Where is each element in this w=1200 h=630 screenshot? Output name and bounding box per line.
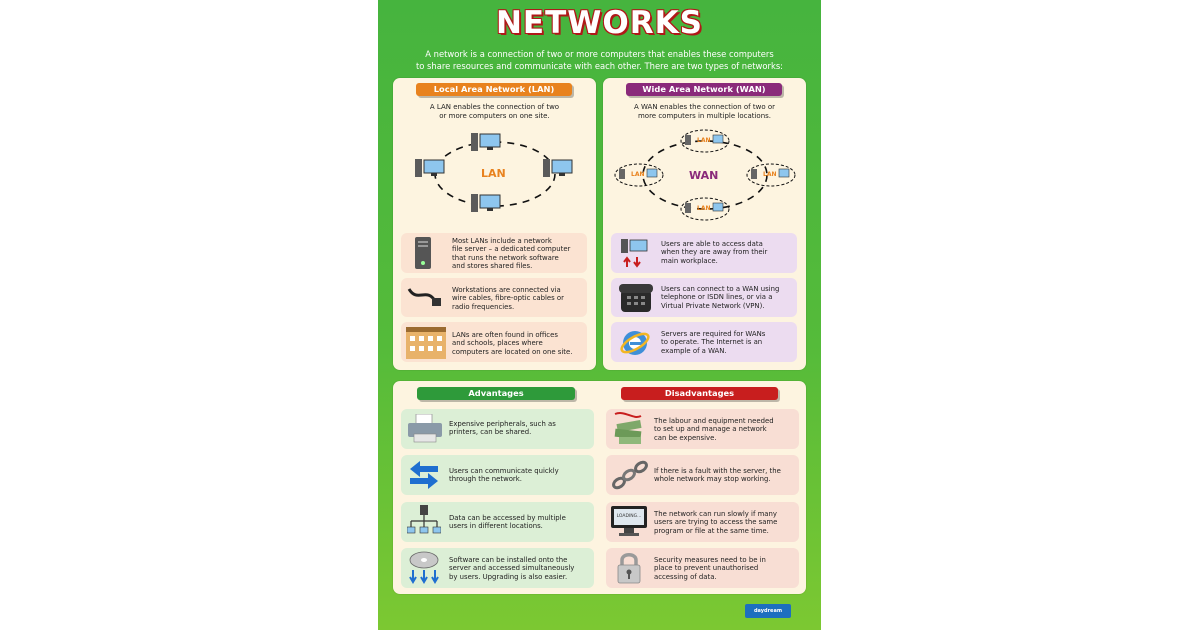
lan-cluster-icon xyxy=(680,197,730,221)
advantages-header: Advantages xyxy=(417,387,575,400)
lan-description: A LAN enables the connection of two or m… xyxy=(393,103,596,121)
building-icon xyxy=(406,327,446,359)
server-icon xyxy=(415,237,431,269)
lan-diagram xyxy=(415,133,573,212)
wan-lan-node-label: LAN xyxy=(631,171,645,178)
lan-diagram-label: LAN xyxy=(481,167,506,180)
disc-install-icon xyxy=(409,551,439,584)
lan-cluster-icon xyxy=(746,163,796,187)
wan-lan-node-label: LAN xyxy=(697,137,711,144)
wan-diagram xyxy=(614,129,796,221)
pros-cons-panel: Advantages Disadvantages Expensive perip… xyxy=(393,381,806,594)
page-title: NETWORKS xyxy=(495,5,704,41)
lan-desc-line-1: A LAN enables the connection of two xyxy=(429,103,560,111)
wan-diagram-label: WAN xyxy=(689,169,719,182)
loading-monitor-icon: LOADING... xyxy=(611,506,649,538)
remote-computer-icon xyxy=(621,239,648,268)
disadvantage-card-fault: If there is a fault with the server, the… xyxy=(606,455,799,495)
computer-icon xyxy=(543,159,573,177)
printer-icon xyxy=(408,414,442,443)
lan-panel: Local Area Network (LAN) A LAN enables t… xyxy=(393,78,596,370)
wan-lan-node-label: LAN xyxy=(697,205,711,212)
intro-line-1: A network is a connection of two or more… xyxy=(425,49,774,59)
network-tree-icon xyxy=(407,505,441,534)
wan-desc-line-2: more computers in multiple locations. xyxy=(637,111,772,120)
disadvantages-header: Disadvantages xyxy=(621,387,778,400)
money-icon xyxy=(614,412,642,444)
computer-icon xyxy=(415,159,445,177)
lan-cluster-icon xyxy=(614,163,664,187)
padlock-icon xyxy=(617,553,641,584)
computer-icon xyxy=(471,133,501,151)
wan-panel: Wide Area Network (WAN) A WAN enables th… xyxy=(603,78,806,370)
wan-lan-node-label: LAN xyxy=(763,171,777,178)
publisher-logo: daydream xyxy=(745,604,791,618)
computer-icon xyxy=(471,194,501,212)
wan-desc-line-1: A WAN enables the connection of two or xyxy=(633,103,776,111)
disadvantage-card-slow: LOADING... The network can run slowly if… xyxy=(606,502,799,542)
telephone-icon xyxy=(619,284,653,312)
lan-cluster-icon xyxy=(680,129,730,153)
wan-description: A WAN enables the connection of two or m… xyxy=(603,103,806,121)
broken-chain-icon xyxy=(612,460,648,490)
internet-explorer-icon xyxy=(620,331,650,355)
intro-text: A network is a connection of two or more… xyxy=(398,49,801,72)
networks-poster: NETWORKS A network is a connection of tw… xyxy=(378,0,821,630)
wan-header: Wide Area Network (WAN) xyxy=(626,83,782,96)
intro-line-2: to share resources and communicate with … xyxy=(415,60,784,71)
disadvantage-fault-text: If there is a fault with the server, the… xyxy=(654,467,781,484)
lan-desc-line-2: or more computers on one site. xyxy=(439,111,550,120)
loading-screen-text: LOADING... xyxy=(614,509,644,525)
lan-header: Local Area Network (LAN) xyxy=(416,83,572,96)
cable-icon xyxy=(407,288,441,306)
arrows-icon xyxy=(410,461,438,489)
